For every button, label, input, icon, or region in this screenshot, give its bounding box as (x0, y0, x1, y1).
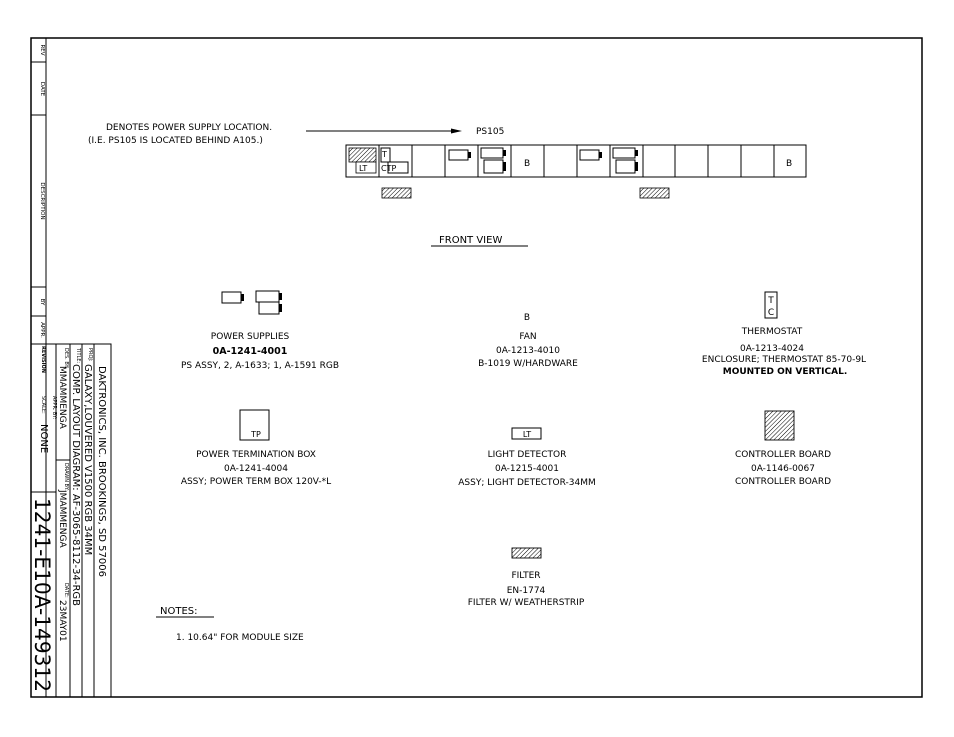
power-supply-note-line1: DENOTES POWER SUPPLY LOCATION. (106, 123, 272, 133)
fan-symbol: B (524, 313, 530, 323)
scale-label: SCALE: (40, 396, 46, 414)
power-supply-icon (221, 291, 242, 304)
legend-controller-board: CONTROLLER BOARD 0A-1146-0067 CONTROLLER… (735, 410, 831, 487)
power-term-box-part: 0A-1241-4004 (224, 464, 288, 474)
revision-column: REV DATE DESCRIPTION BY APPR. (30, 37, 47, 345)
filter-desc: FILTER W/ WEATHERSTRIP (468, 598, 585, 608)
notes-heading: NOTES: (160, 606, 198, 617)
filter-part: EN-1774 (507, 586, 546, 596)
controller-board-part: 0A-1146-0067 (751, 464, 815, 474)
strip-power-supply-3 (579, 149, 602, 161)
strip-light-detector-symbol (355, 161, 377, 174)
date-value: 23MAY01 (57, 600, 67, 642)
light-detector-title: LIGHT DETECTOR (488, 450, 567, 460)
strip-lt-label: LT (359, 164, 367, 173)
fan-desc: B-1019 W/HARDWARE (478, 359, 578, 369)
des-value: MMAMMENGA (57, 366, 67, 430)
strip-fan-label-1: B (524, 159, 530, 169)
drawn-label: DRAWN BY: (63, 463, 69, 491)
notes-item-1: 1. 10.64" FOR MODULE SIZE (176, 633, 304, 643)
revision-label: REVISION (40, 346, 46, 373)
proj-value: GALAXY,LOUVERED V1500 RGB 34MM (82, 364, 93, 555)
drawing-number: 1241-E10A-149312 (30, 498, 54, 692)
controller-board-title: CONTROLLER BOARD (735, 450, 831, 460)
strip-power-supply-2 (480, 147, 506, 174)
by-label: BY (39, 299, 45, 306)
strip-ctp-label: CTP (381, 164, 396, 173)
module-strip (345, 144, 807, 178)
legend-light-detector: LT LIGHT DETECTOR 0A-1215-4001 ASSY; LIG… (458, 427, 596, 488)
strip-power-supply-1 (448, 149, 471, 161)
thermostat-symbol-bottom: C (768, 308, 774, 318)
front-view-label: FRONT VIEW (439, 235, 502, 246)
power-supplies-desc: PS ASSY, 2, A-1633; 1, A-1591 RGB (181, 361, 339, 371)
strip-term-box-symbol (387, 161, 409, 174)
filter-icon (511, 547, 542, 559)
title-block: DAKTRONICS, INC. BROOKINGS, SD 57006 PRO… (30, 343, 112, 698)
legend-power-term-box: TP POWER TERMINATION BOX 0A-1241-4004 AS… (181, 409, 331, 487)
thermostat-symbol-top: T (767, 296, 774, 306)
power-term-box-title: POWER TERMINATION BOX (196, 450, 316, 460)
scale-value: NONE (38, 424, 49, 453)
description-label: DESCRIPTION (39, 182, 45, 219)
des-label: DES. BY: (63, 348, 69, 369)
controller-board-desc: CONTROLLER BOARD (735, 477, 831, 487)
title-label: TITLE: (75, 347, 81, 364)
strip-power-supply-4 (612, 147, 638, 174)
thermostat-extra: MOUNTED ON VERTICAL. (723, 367, 848, 377)
strip-cell-thermostat-term: T CTP (380, 147, 409, 174)
power-supply-note-line2: (I.E. PS105 IS LOCATED BEHIND A105.) (88, 136, 263, 146)
filter-title: FILTER (511, 571, 540, 581)
controller-board-icon (764, 410, 795, 441)
date-label: DATE (39, 82, 45, 97)
strip-thermostat-symbol (380, 147, 391, 163)
pointer-arrowhead (451, 128, 462, 134)
title-value: COMP. LAYOUT DIAGRAM: AF-3065-8112-34-RG… (70, 364, 81, 606)
power-term-box-icon (239, 409, 270, 441)
appr-label: APPR. (39, 322, 45, 338)
thermostat-desc: ENCLOSURE; THERMOSTAT 85-70-9L (702, 355, 866, 365)
legend-thermostat: T C THERMOSTAT 0A-1213-4024 ENCLOSURE; T… (702, 291, 866, 377)
thermostat-icon (764, 291, 778, 319)
notes-section: NOTES: 1. 10.64" FOR MODULE SIZE (156, 606, 304, 643)
legend-filter: FILTER EN-1774 FILTER W/ WEATHERSTRIP (468, 547, 585, 608)
light-detector-symbol: LT (523, 430, 531, 439)
drawn-value: JMAMMENGA (57, 489, 67, 548)
legend-fan: B FAN 0A-1213-4010 B-1019 W/HARDWARE (478, 313, 578, 369)
fan-part: 0A-1213-4010 (496, 346, 560, 356)
power-term-box-desc: ASSY; POWER TERM BOX 120V-*L (181, 477, 331, 487)
date-value-label: DATE: (63, 583, 69, 598)
power-supplies-title: POWER SUPPLIES (211, 332, 290, 342)
strip-filter-symbol (348, 147, 377, 163)
fan-title: FAN (519, 332, 536, 342)
thermostat-part: 0A-1213-4024 (740, 344, 804, 354)
strip-controller-board-1 (381, 187, 412, 199)
light-detector-icon (511, 427, 542, 440)
strip-t-label: T (381, 150, 387, 159)
legend-power-supplies: POWER SUPPLIES 0A-1241-4001 PS ASSY, 2, … (181, 290, 339, 371)
light-detector-desc: ASSY; LIGHT DETECTOR-34MM (458, 478, 596, 488)
power-supply-double-icon (255, 290, 280, 303)
power-supplies-part: 0A-1241-4001 (213, 346, 288, 357)
thermostat-title: THERMOSTAT (741, 327, 803, 337)
light-detector-part: 0A-1215-4001 (495, 464, 559, 474)
rev-label: REV (39, 44, 45, 55)
strip-controller-board-2 (639, 187, 670, 199)
company-text: DAKTRONICS, INC. BROOKINGS, SD 57006 (96, 366, 107, 577)
power-term-box-symbol: TP (250, 430, 261, 439)
strip-fan-label-2: B (786, 159, 792, 169)
appr-by-label: APPR. BY: (51, 396, 57, 419)
proj-label: PROJ: (87, 348, 93, 362)
ps105-label: PS105 (476, 127, 504, 137)
strip-cell-filter-detector: LT (348, 147, 377, 174)
